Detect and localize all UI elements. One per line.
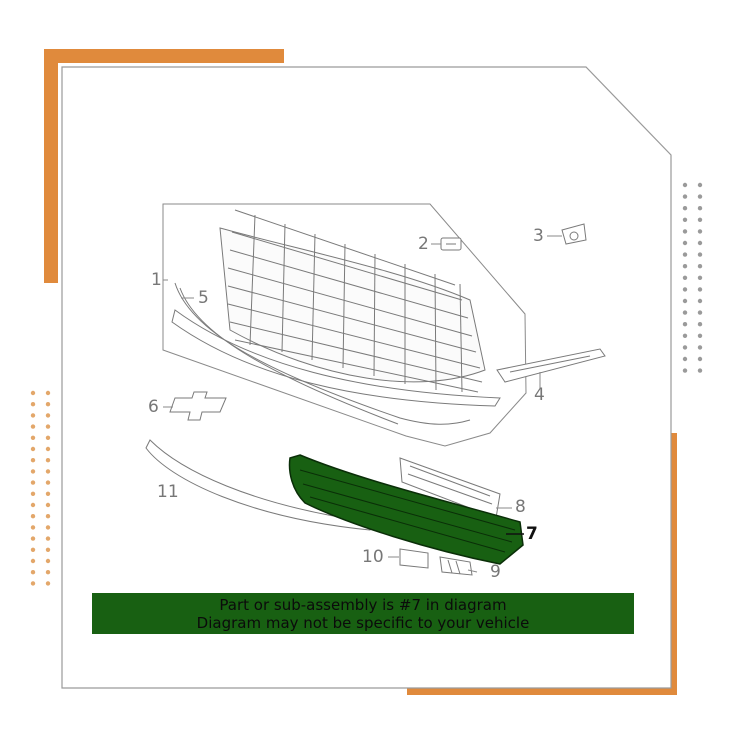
decorative-dot — [30, 424, 36, 429]
decorative-dot — [30, 446, 36, 452]
decorative-dot — [682, 229, 688, 234]
decorative-dot — [682, 368, 688, 373]
decorative-dot — [30, 390, 36, 396]
bracket-part-3 — [561, 223, 587, 245]
decorative-dot — [30, 413, 36, 418]
callout-5: 5 — [198, 288, 209, 308]
decorative-dot — [30, 558, 36, 564]
decorative-dot — [45, 480, 51, 485]
decorative-dot — [30, 491, 36, 496]
grille-assembly-drawing — [162, 203, 527, 447]
decorative-dot — [45, 402, 51, 407]
decorative-dot — [697, 182, 703, 188]
decorative-dot — [697, 298, 703, 304]
decorative-dot — [682, 298, 688, 304]
callout-9: 9 — [490, 562, 501, 582]
decorative-dot — [30, 581, 36, 586]
decorative-dot — [697, 206, 703, 211]
callout-6: 6 — [148, 397, 159, 417]
clip-part-2 — [440, 237, 462, 251]
decorative-dot — [30, 480, 36, 485]
callout-7: 7 — [526, 524, 538, 544]
decorative-dot — [30, 570, 36, 575]
decorative-dot — [697, 322, 703, 327]
callout-3: 3 — [533, 226, 544, 246]
decorative-dot — [45, 536, 51, 541]
decorative-dot — [682, 287, 688, 292]
decorative-dot — [697, 333, 703, 338]
decorative-dot — [697, 264, 703, 269]
decorative-dot — [697, 345, 703, 350]
decorative-dot — [45, 435, 51, 440]
decorative-dot — [45, 547, 51, 552]
bracket-part-4 — [496, 348, 606, 383]
decorative-dot — [45, 514, 51, 519]
cover-part-10 — [399, 548, 429, 569]
emblem-part-6 — [169, 391, 227, 421]
decorative-dot — [45, 570, 51, 575]
leader-lines — [163, 235, 562, 573]
decorative-dot — [697, 368, 703, 373]
callout-8: 8 — [515, 497, 526, 517]
banner-line-disclaimer: Diagram may not be specific to your vehi… — [196, 614, 530, 632]
decorative-dot — [682, 310, 688, 315]
part-info-banner: Part or sub-assembly is #7 in diagram Di… — [92, 593, 634, 634]
decorative-dot — [697, 252, 703, 257]
decorative-dot — [697, 287, 703, 292]
decorative-dot — [682, 333, 688, 338]
lower-grille-part-7 — [288, 454, 524, 565]
decorative-dot — [682, 356, 688, 362]
decorative-dot — [45, 525, 51, 530]
decorative-dot — [697, 240, 703, 246]
decorative-dot — [697, 229, 703, 234]
decorative-dot — [697, 217, 703, 222]
banner-line-part: Part or sub-assembly is #7 in diagram — [219, 596, 507, 614]
decorative-dot — [682, 345, 688, 350]
decorative-dot — [682, 182, 688, 188]
decorative-dot — [682, 264, 688, 269]
decorative-dot — [30, 514, 36, 519]
callout-11: 11 — [157, 482, 179, 502]
decorative-dot — [30, 469, 36, 474]
decorative-dot — [45, 424, 51, 429]
callout-2: 2 — [418, 234, 429, 254]
decorative-dot — [45, 390, 51, 396]
decorative-dot — [30, 525, 36, 530]
decorative-dot — [682, 275, 688, 280]
decorative-dot — [45, 458, 51, 463]
callout-4: 4 — [534, 385, 545, 405]
decorative-dot — [30, 402, 36, 407]
decorative-dot — [682, 240, 688, 246]
decorative-dot — [45, 558, 51, 564]
decorative-dot — [45, 413, 51, 418]
decorative-dot — [682, 252, 688, 257]
decorative-dot — [45, 491, 51, 496]
decorative-dot — [45, 446, 51, 452]
dot-pattern-right — [682, 182, 703, 373]
decorative-dot — [682, 194, 688, 199]
decorative-dot — [682, 322, 688, 327]
decorative-dot — [697, 194, 703, 199]
decorative-dot — [682, 217, 688, 222]
callout-10: 10 — [362, 547, 384, 567]
decorative-dot — [30, 536, 36, 541]
decorative-dot — [697, 356, 703, 362]
decorative-dot — [45, 502, 51, 508]
decorative-dot — [682, 206, 688, 211]
decorative-dot — [30, 547, 36, 552]
dot-pattern-left — [30, 390, 51, 586]
callout-1: 1 — [151, 270, 162, 290]
decorative-dot — [30, 458, 36, 463]
decorative-dot — [30, 435, 36, 440]
decorative-dot — [697, 275, 703, 280]
decorative-dot — [30, 502, 36, 508]
decorative-dot — [45, 581, 51, 586]
decorative-dot — [697, 310, 703, 315]
decorative-dot — [45, 469, 51, 474]
grille-part-9 — [439, 556, 473, 576]
